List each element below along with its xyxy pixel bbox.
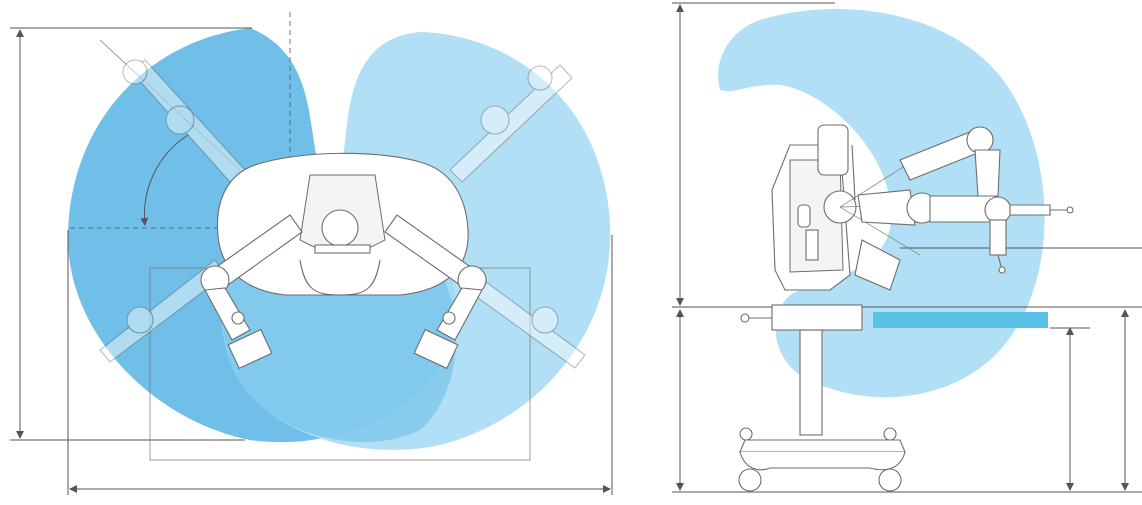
stand-clamp bbox=[771, 304, 863, 331]
caster-left bbox=[738, 468, 762, 492]
caster-right bbox=[878, 468, 902, 492]
side-grille bbox=[805, 229, 819, 261]
right-arm bbox=[384, 214, 487, 370]
side-view bbox=[672, 2, 1142, 493]
stand-base-curve bbox=[739, 451, 906, 471]
center-joint bbox=[321, 209, 359, 247]
side-head-cap bbox=[817, 124, 849, 176]
head-plate bbox=[314, 244, 371, 254]
side-antenna bbox=[851, 144, 856, 201]
left-arm bbox=[200, 214, 303, 370]
side-handle bbox=[797, 204, 811, 228]
operating-table-bar bbox=[873, 312, 1048, 328]
base-arch bbox=[299, 259, 381, 296]
arm-angle-line bbox=[99, 39, 241, 171]
front-view bbox=[10, 12, 613, 495]
side-arm bbox=[854, 126, 1074, 291]
caster-knob-right bbox=[883, 427, 897, 441]
rotation-angle-arc bbox=[140, 134, 189, 226]
arm-motion-ghosts bbox=[99, 59, 586, 369]
stand-base bbox=[739, 439, 906, 453]
caster-knob-left bbox=[739, 427, 753, 441]
side-tool-tip bbox=[740, 313, 750, 323]
stand-column bbox=[799, 329, 823, 436]
side-reach-envelope bbox=[718, 8, 1045, 398]
